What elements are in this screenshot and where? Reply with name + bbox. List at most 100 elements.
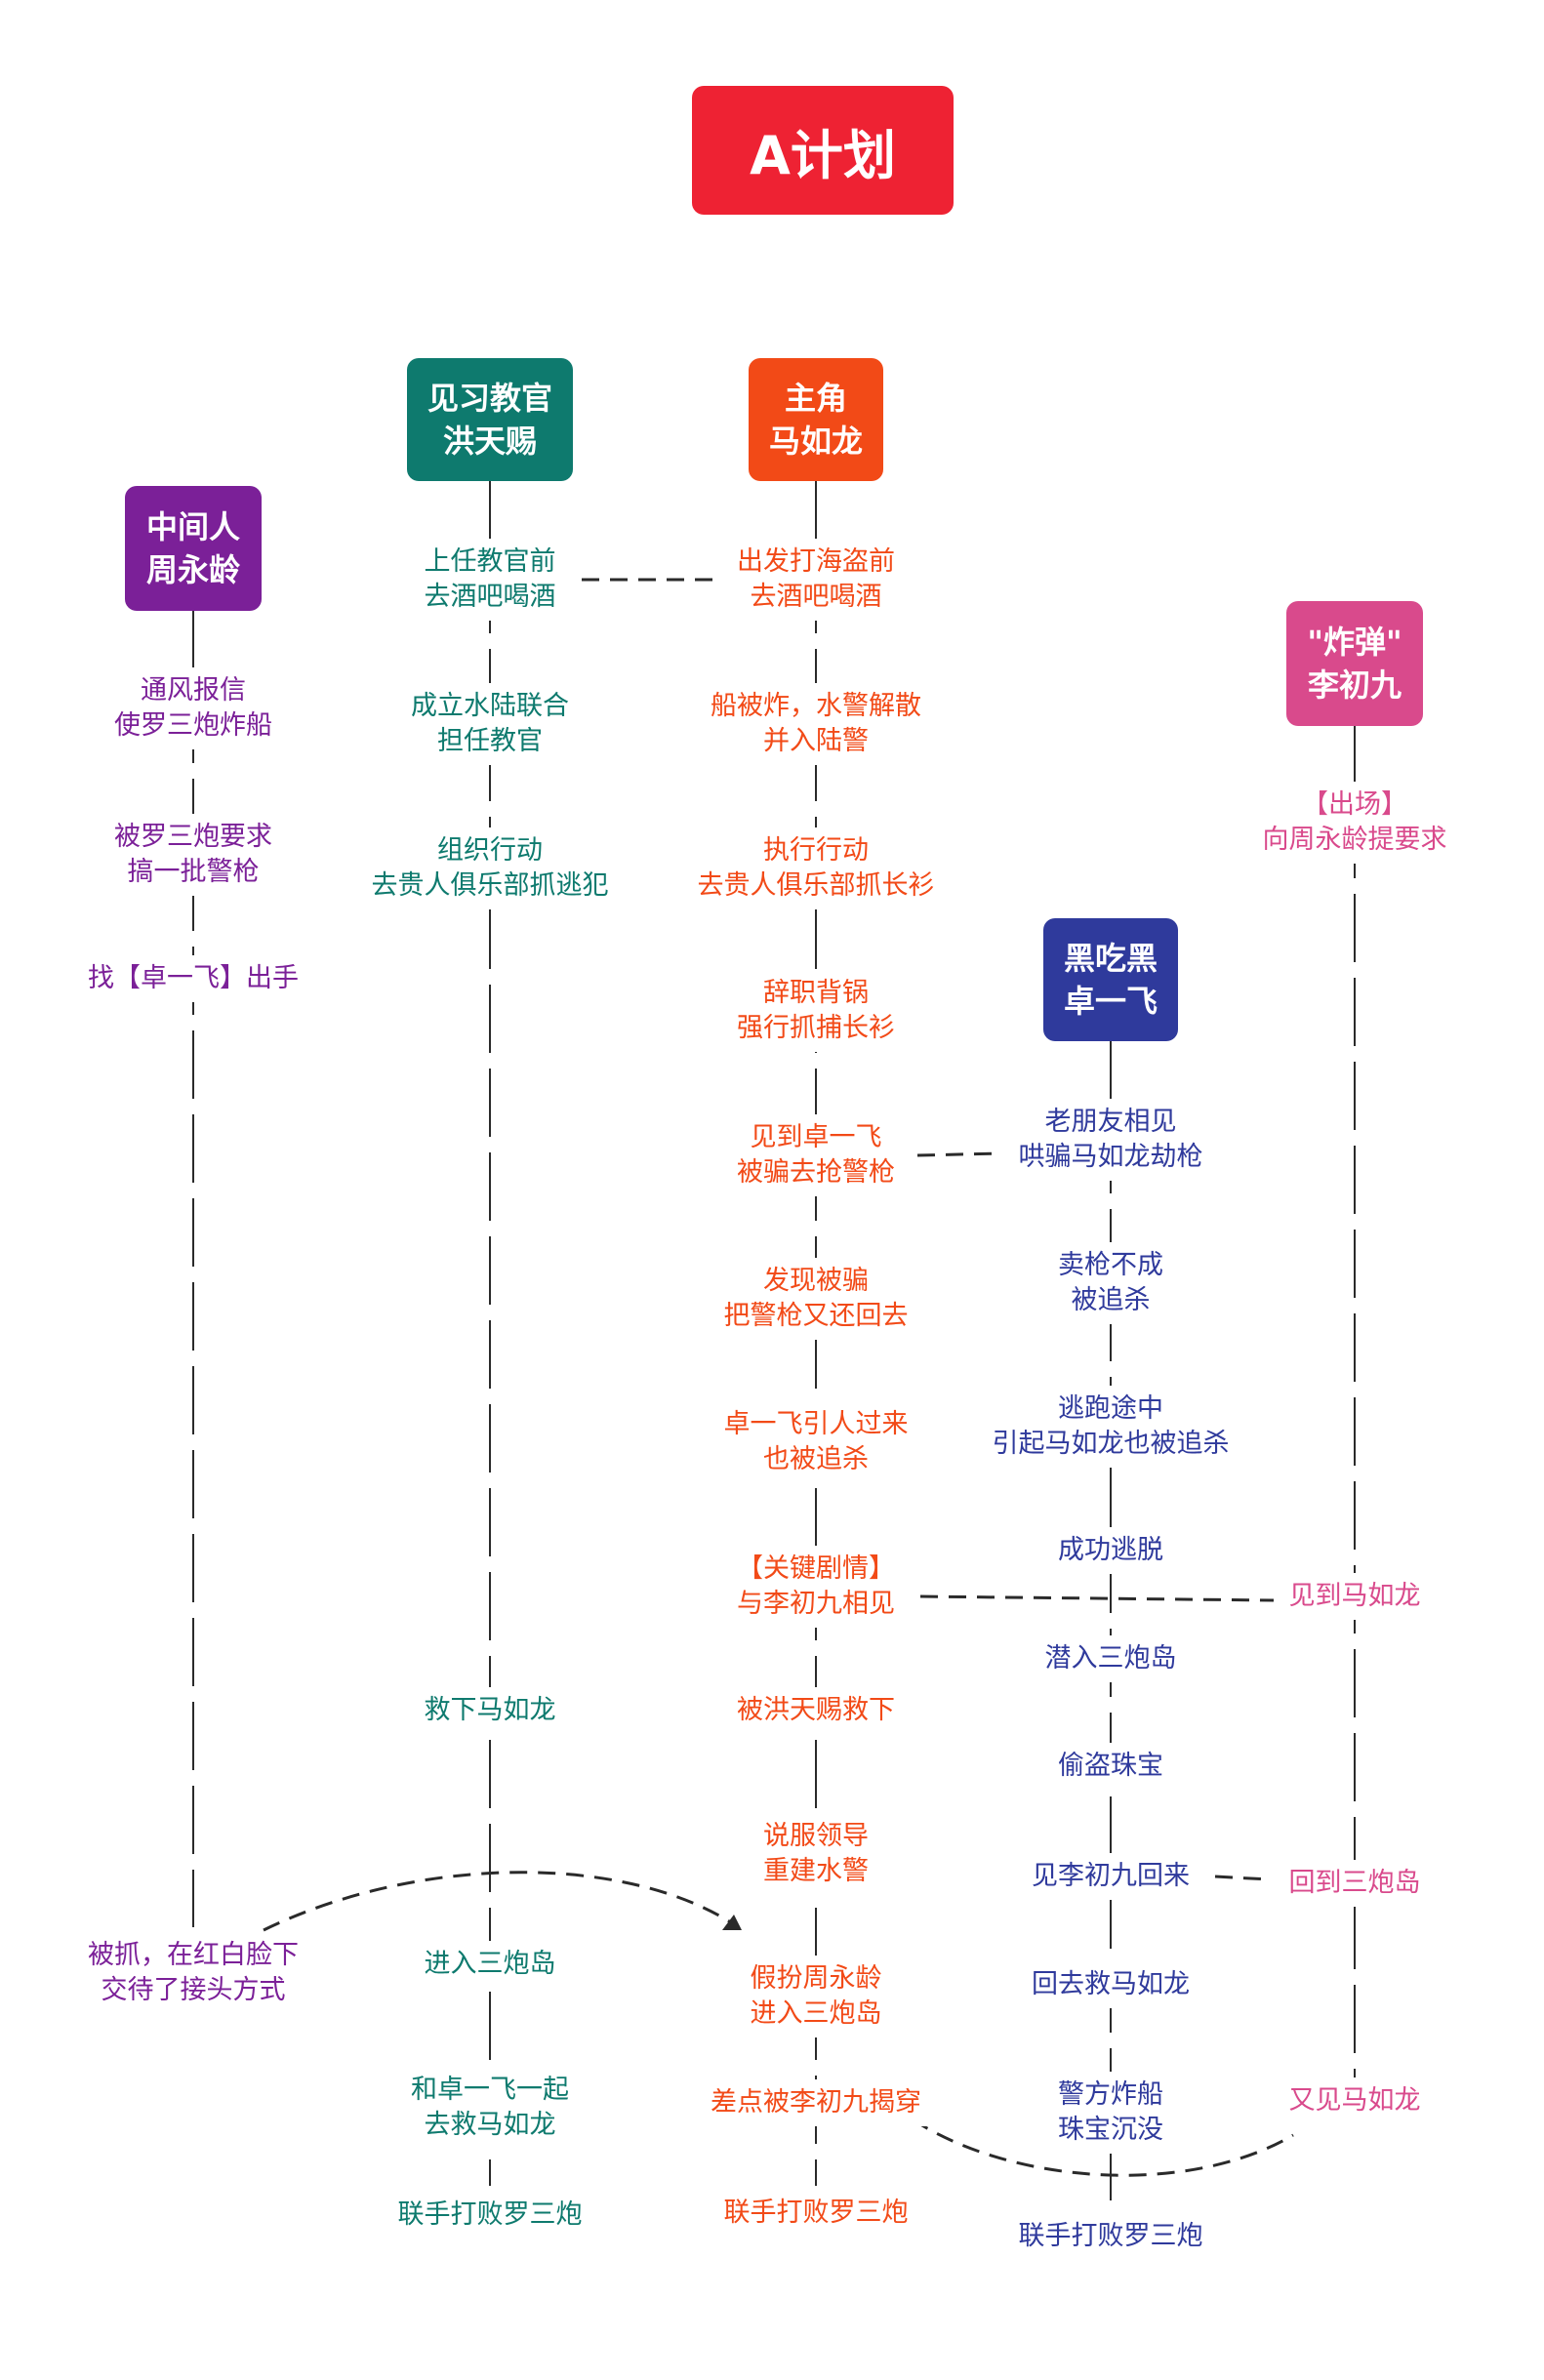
event-hong: 上任教官前去酒吧喝酒: [414, 539, 566, 621]
event-line: 救下马如龙: [424, 1695, 556, 1725]
event-ma: 辞职背锅强行抓捕长衫: [727, 970, 905, 1052]
event-li: 【出场】向周永龄提要求: [1252, 782, 1457, 864]
event-line: 搞一批警枪: [127, 857, 260, 887]
header-line: 黑吃黑: [1063, 940, 1158, 977]
event-line: 说服领导: [763, 1821, 869, 1851]
event-hong: 组织行动去贵人俱乐部抓逃犯: [361, 827, 619, 909]
event-line: 执行行动: [763, 835, 869, 866]
event-line: 发现被骗: [763, 1266, 869, 1296]
event-hong: 成立水陆联合担任教官: [401, 683, 579, 765]
event-line: 逃跑途中: [1058, 1393, 1163, 1424]
event-line: 警方炸船: [1058, 2079, 1163, 2110]
event-line: 成功逃脱: [1058, 1535, 1163, 1565]
event-zhuo: 卖枪不成被追杀: [1048, 1242, 1173, 1324]
connector-exposure-curve: [912, 2118, 1294, 2177]
event-line: 通风报信: [141, 675, 246, 706]
header-zhuo: 黑吃黑卓一飞: [1043, 918, 1178, 1041]
event-ma: 见到卓一飞被骗去抢警枪: [727, 1114, 905, 1196]
event-line: 去酒吧喝酒: [750, 582, 882, 612]
event-line: 又见马如龙: [1288, 2085, 1421, 2116]
event-line: 强行抓捕长衫: [737, 1013, 895, 1043]
event-line: 找【卓一飞】出手: [88, 963, 299, 993]
event-zhuo: 潜入三炮岛: [1035, 1635, 1187, 1682]
event-line: 向周永龄提要求: [1262, 825, 1447, 855]
event-line: 和卓一飞一起: [411, 2075, 569, 2105]
event-zhuo: 联手打败罗三炮: [1008, 2213, 1213, 2260]
event-zhuo: 警方炸船珠宝沉没: [1048, 2072, 1173, 2154]
connector-li-returns: [1214, 1875, 1270, 1881]
header-line: 周永龄: [145, 551, 240, 588]
event-line: 被追杀: [1071, 1285, 1151, 1315]
header-line: 中间人: [145, 508, 240, 545]
event-li: 回到三炮岛: [1279, 1860, 1431, 1907]
event-line: 去贵人俱乐部抓逃犯: [371, 870, 609, 901]
event-line: 也被追杀: [763, 1444, 869, 1474]
event-zhuo: 逃跑途中引起马如龙也被追杀: [982, 1386, 1239, 1468]
event-line: 交待了接头方式: [101, 1975, 286, 2005]
event-line: 联手打败罗三炮: [1018, 2221, 1203, 2251]
header-li: "炸弹"李初九: [1286, 601, 1423, 726]
event-zhuo: 见李初九回来: [1022, 1853, 1199, 1900]
event-zhuo: 成功逃脱: [1048, 1527, 1173, 1574]
event-hong: 和卓一飞一起去救马如龙: [401, 2067, 579, 2149]
event-line: 见到卓一飞: [750, 1122, 882, 1152]
event-line: 老朋友相见: [1044, 1107, 1177, 1137]
header-line: 洪天赐: [442, 423, 537, 460]
event-line: 联手打败罗三炮: [397, 2199, 583, 2230]
event-line: 去贵人俱乐部抓长衫: [697, 870, 935, 901]
event-line: 出发打海盗前: [737, 546, 895, 577]
event-line: 辞职背锅: [763, 978, 869, 1008]
connector-disguise-curve: [263, 1871, 735, 1932]
event-hong: 进入三炮岛: [414, 1941, 566, 1988]
event-zhou: 找【卓一飞】出手: [78, 955, 308, 1002]
event-ma: 发现被骗把警枪又还回去: [713, 1258, 918, 1340]
event-ma: 假扮周永龄进入三炮岛: [740, 1956, 892, 2037]
event-ma: 说服领导重建水警: [753, 1813, 878, 1895]
event-line: 成立水陆联合: [411, 691, 569, 721]
event-ma: 【关键剧情】与李初九相见: [727, 1546, 905, 1628]
event-line: 回去救马如龙: [1032, 1969, 1190, 1999]
header-line: 卓一飞: [1063, 983, 1158, 1020]
event-line: 去救马如龙: [424, 2110, 556, 2140]
event-zhuo: 偷盗珠宝: [1048, 1743, 1173, 1790]
connector-ma-meets-li: [919, 1594, 1275, 1602]
event-line: 被骗去抢警枪: [737, 1157, 895, 1188]
header-ma: 主角马如龙: [749, 358, 883, 481]
header-hong: 见习教官洪天赐: [407, 358, 573, 481]
event-line: 进入三炮岛: [750, 1998, 882, 2029]
event-line: 差点被李初九揭穿: [711, 2087, 921, 2118]
event-line: 被罗三炮要求: [114, 822, 272, 852]
event-ma: 执行行动去贵人俱乐部抓长衫: [687, 827, 945, 909]
event-ma: 船被炸，水警解散并入陆警: [701, 683, 931, 765]
event-ma: 差点被李初九揭穿: [701, 2079, 931, 2126]
header-line: 马如龙: [768, 423, 863, 460]
event-line: 卖枪不成: [1058, 1250, 1163, 1280]
event-line: 组织行动: [437, 835, 543, 866]
event-line: 偷盗珠宝: [1058, 1751, 1163, 1781]
event-line: 船被炸，水警解散: [711, 691, 921, 721]
event-zhou: 被抓，在红白脸下交待了接头方式: [78, 1932, 308, 2014]
event-line: 并入陆警: [763, 726, 869, 756]
event-line: 被抓，在红白脸下: [88, 1940, 299, 1970]
event-line: 假扮周永龄: [750, 1963, 882, 1994]
event-line: 【关键剧情】: [737, 1553, 895, 1584]
event-ma: 被洪天赐救下: [727, 1687, 905, 1734]
event-ma: 卓一飞引人过来也被追杀: [713, 1401, 918, 1483]
event-line: 哄骗马如龙劫枪: [1018, 1142, 1203, 1172]
event-line: 使罗三炮炸船: [114, 710, 272, 741]
header-line: 李初九: [1307, 666, 1402, 704]
event-line: 被洪天赐救下: [737, 1695, 895, 1725]
event-hong: 联手打败罗三炮: [387, 2192, 592, 2239]
event-line: 卓一飞引人过来: [723, 1409, 909, 1439]
event-line: 【出场】: [1302, 789, 1407, 820]
event-zhou: 被罗三炮要求搞一批警枪: [104, 814, 282, 896]
connector-zhuo-meets-ma: [916, 1151, 1001, 1157]
event-line: 引起马如龙也被追杀: [992, 1429, 1230, 1459]
diagram-title: A计划: [692, 86, 954, 215]
header-zhou: 中间人周永龄: [125, 486, 262, 611]
event-line: 回到三炮岛: [1288, 1868, 1421, 1898]
event-line: 见到马如龙: [1288, 1581, 1421, 1611]
event-line: 进入三炮岛: [424, 1949, 556, 1979]
event-line: 重建水警: [763, 1856, 869, 1886]
